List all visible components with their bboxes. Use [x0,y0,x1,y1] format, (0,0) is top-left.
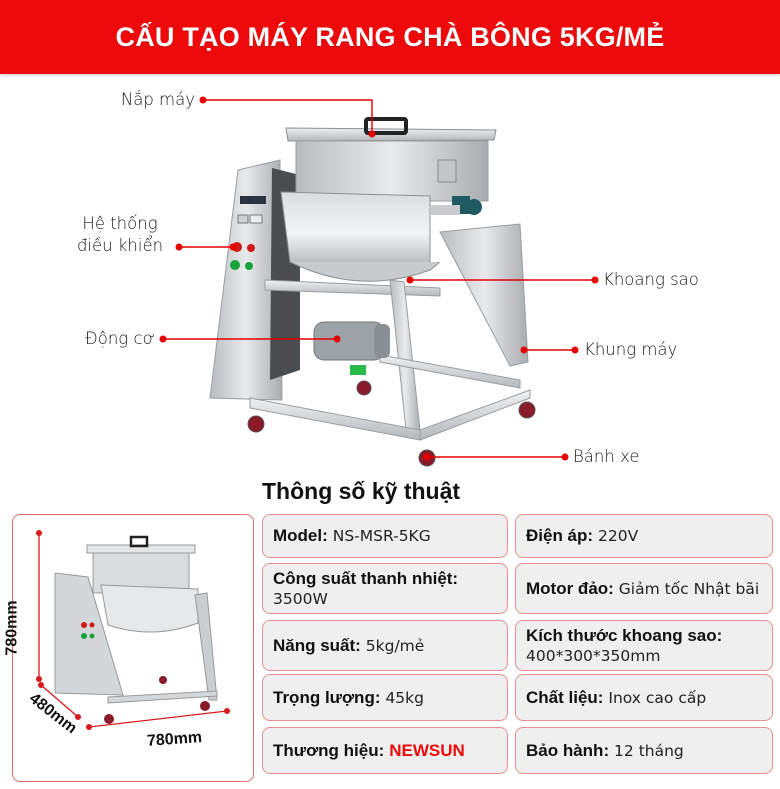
spec-heater-power: Công suất thanh nhiệt:3500W [262,563,508,614]
spec-model: Model: NS-MSR-5KG [262,514,508,558]
spec-key: Công suất thanh nhiệt: [273,568,459,588]
dimensions-panel: 780mm 480mm 780mm [4,514,254,782]
callout-control-line1: Hệ thống [82,214,158,233]
callout-lid: Nắp máy [120,90,195,109]
spec-value: 3500W [273,589,328,608]
spec-value: NS-MSR-5KG [332,527,431,545]
spec-value: Giảm tốc Nhật bãi [618,579,760,598]
spec-value: 400*300*350mm [526,646,661,665]
page-title: CẤU TẠO MÁY RANG CHÀ BÔNG 5KG/MẺ [115,21,665,52]
spec-weight: Trọng lượng: 45kg [262,674,508,721]
spec-key: Bảo hành: [526,740,610,760]
spec-capacity: Năng suất: 5kg/mẻ [262,620,508,671]
callout-control-line2: điều khiển [76,236,164,255]
callout-frame: Khung máy [584,340,678,359]
machine-diagram: Nắp máy Hệ thống điều khiển Động cơ Khoa… [0,74,780,474]
dimension-illustration [36,530,230,730]
specs-title: Thông số kỹ thuật [262,478,461,504]
spec-key: Kích thước khoang sao: [526,625,723,645]
spec-value: 45kg [385,688,424,707]
callout-chamber: Khoang sao [603,270,699,289]
spec-key: Chất liệu: [526,687,604,707]
spec-value: 220V [598,527,639,545]
spec-brand: Thương hiệu: NEWSUN [262,727,508,774]
spec-key: Điện áp: [526,526,594,545]
spec-voltage: Điện áp: 220V [515,514,773,558]
dimension-height: 780mm [3,600,21,656]
spec-mixing-motor: Motor đảo: Giảm tốc Nhật bãi [515,563,773,614]
callout-motor: Động cơ [84,329,155,348]
spec-value: 12 tháng [614,741,684,760]
spec-chamber-size: Kích thước khoang sao:400*300*350mm [515,620,773,671]
brand-name: NEWSUN [389,740,465,760]
spec-warranty: Bảo hành: 12 tháng [515,727,773,774]
machine-illustration [159,96,599,467]
spec-key: Thương hiệu: [273,740,385,760]
spec-key: Model: [273,526,328,545]
callout-wheel: Bánh xe [573,447,640,466]
callout-control-system: Hệ thống điều khiển [70,213,170,257]
title-banner: CẤU TẠO MÁY RANG CHÀ BÔNG 5KG/MẺ [0,0,780,74]
spec-material: Chất liệu: Inox cao cấp [515,674,773,721]
dimension-width: 780mm [146,729,203,750]
spec-key: Trọng lượng: [273,687,381,707]
spec-value: 5kg/mẻ [365,636,425,655]
spec-key: Motor đảo: [526,578,614,598]
spec-key: Năng suất: [273,635,361,655]
spec-value: Inox cao cấp [608,688,707,707]
